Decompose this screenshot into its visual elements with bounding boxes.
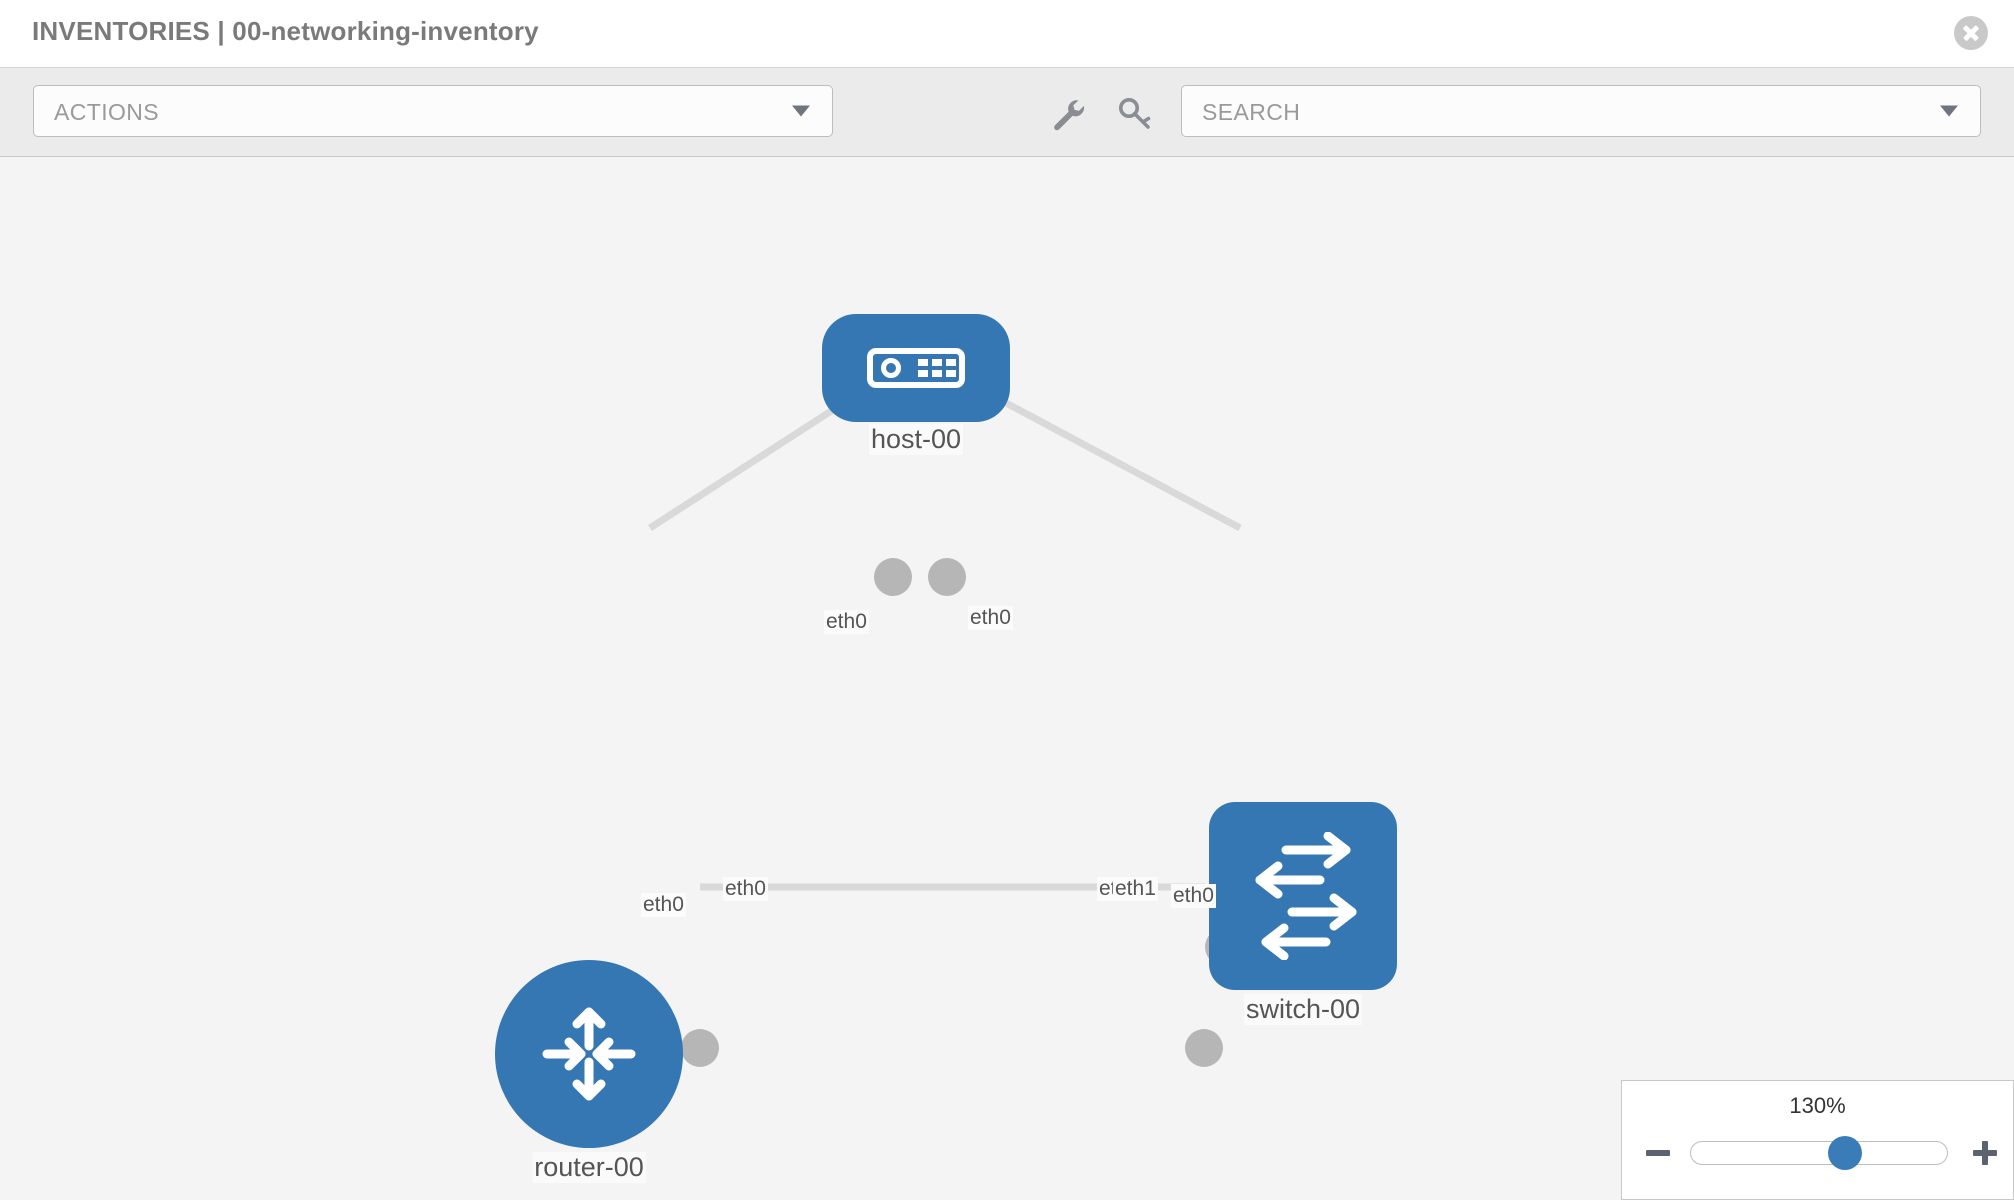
zoom-in-button[interactable] <box>1971 1139 1999 1167</box>
topology-edges <box>648 369 1242 891</box>
zoom-control: 130% <box>1621 1080 2014 1200</box>
node-host-00-shape[interactable] <box>822 314 1010 422</box>
node-router-00-shape[interactable] <box>495 960 683 1148</box>
node-router-00-label: router-00 <box>532 1152 646 1183</box>
minus-icon <box>1646 1150 1670 1156</box>
actions-dropdown-label: ACTIONS <box>54 99 160 125</box>
key-icon[interactable] <box>1115 94 1155 134</box>
port-host-eth0-right[interactable] <box>928 558 966 596</box>
port-switch-eth1[interactable] <box>1185 1029 1223 1067</box>
zoom-level-label: 130% <box>1789 1093 1846 1118</box>
topology-canvas[interactable]: host-00 <box>0 158 2014 1200</box>
edge-label-router-eth0-right: eth0 <box>723 877 768 901</box>
zoom-out-button[interactable] <box>1644 1139 1672 1167</box>
title-bar: INVENTORIES | 00-networking-inventory <box>0 0 2014 68</box>
edge-label-host-eth0-left: eth0 <box>824 610 869 634</box>
zoom-slider-row <box>1622 1133 2013 1173</box>
search-input[interactable]: SEARCH <box>1181 85 1981 137</box>
zoom-slider[interactable] <box>1690 1136 1948 1170</box>
edge-label-switch-eth0-up: eth0 <box>1171 884 1216 908</box>
actions-dropdown[interactable]: ACTIONS <box>33 85 833 137</box>
edge-label-router-eth0-up: eth0 <box>641 893 686 917</box>
node-host-00-label: host-00 <box>868 424 964 455</box>
switch-arrows-icon <box>1255 832 1357 960</box>
port-router-eth0[interactable] <box>681 1029 719 1067</box>
edge-label-switch-eth1: eth1 <box>1113 877 1158 901</box>
chevron-down-icon <box>792 105 810 117</box>
edge-label-host-eth0-right: eth0 <box>968 606 1013 630</box>
chevron-down-icon[interactable] <box>1940 105 1958 117</box>
plus-icon-v <box>1982 1141 1988 1165</box>
wrench-icon[interactable] <box>1048 94 1088 134</box>
search-input-placeholder: SEARCH <box>1202 99 1301 125</box>
node-switch-00-shape[interactable] <box>1209 802 1397 990</box>
close-icon[interactable] <box>1954 16 1988 50</box>
router-arrows-icon <box>542 1007 636 1101</box>
node-switch-00-label: switch-00 <box>1243 994 1363 1025</box>
page-title: INVENTORIES | 00-networking-inventory <box>32 16 539 46</box>
port-host-eth0-left[interactable] <box>874 558 912 596</box>
zoom-slider-thumb[interactable] <box>1827 1136 1862 1170</box>
server-appliance-icon <box>867 348 965 388</box>
